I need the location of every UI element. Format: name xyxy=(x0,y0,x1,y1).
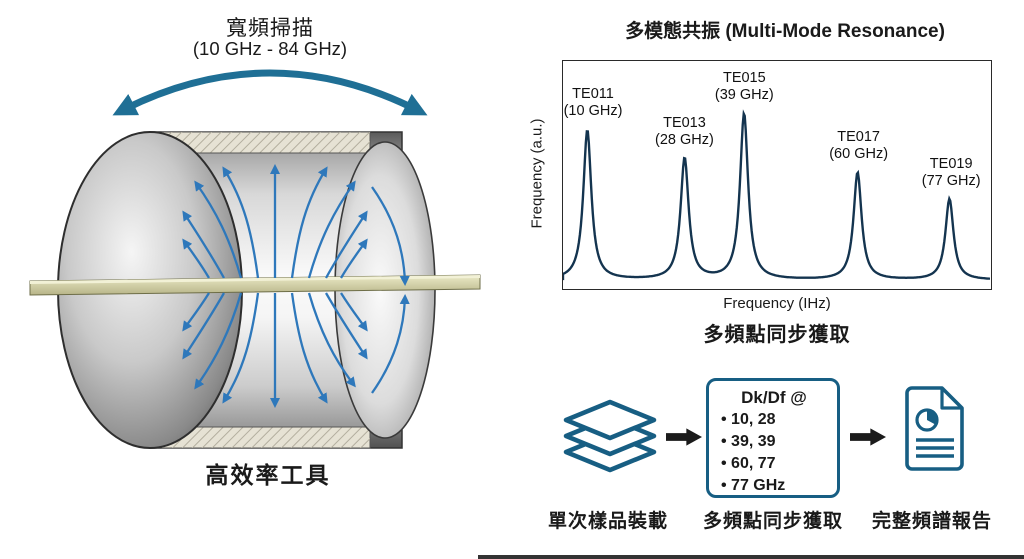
field-lines-top xyxy=(182,163,368,279)
sweep-title: 寬頻掃描 xyxy=(226,17,314,40)
flow-arrow-icon xyxy=(666,428,702,446)
x-axis-label: Frequency (IHz) xyxy=(723,295,831,312)
sweep-arrow-icon xyxy=(112,69,428,116)
step3-label: 完整頻譜報告 xyxy=(871,511,992,532)
report-document-icon xyxy=(905,386,964,471)
dkdf-box-item: • 39, 39 xyxy=(721,433,776,450)
sweep-range: (10 GHz - 84 GHz) xyxy=(192,38,348,59)
dkdf-box-item: • 60, 77 xyxy=(721,455,776,472)
cavity-illustration xyxy=(29,131,481,449)
flow-arrow-icon xyxy=(850,428,886,446)
bottom-edge-bar xyxy=(478,555,1024,559)
sample-plate-highlight xyxy=(30,275,480,284)
resonance-chart xyxy=(561,60,992,290)
resonance-curve xyxy=(561,109,991,281)
step2-label: 多頻點同步獲取 xyxy=(702,511,843,532)
resonance-curve-svg xyxy=(561,109,991,281)
sample-stack-icon xyxy=(563,399,657,473)
field-lines-end-face xyxy=(371,186,410,394)
dkdf-box-title: Dk/Df @ xyxy=(741,388,807,407)
field-lines-bottom xyxy=(182,292,368,409)
resonance-caption: 多頻點同步獲取 xyxy=(703,324,851,346)
step1-label: 單次樣品裝載 xyxy=(547,511,668,532)
left-caption: 高效率工具 xyxy=(205,462,331,488)
dkdf-box: Dk/Df @ • 10, 28 • 39, 39 • 60, 77 • 77 … xyxy=(706,378,840,498)
dkdf-box-item: • 10, 28 xyxy=(721,411,776,428)
dkdf-box-item: • 77 GHz xyxy=(721,477,786,494)
y-axis-label: Frequency (a.u.) xyxy=(528,118,546,229)
resonance-title: 多模態共振 (Multi-Mode Resonance) xyxy=(625,21,945,42)
